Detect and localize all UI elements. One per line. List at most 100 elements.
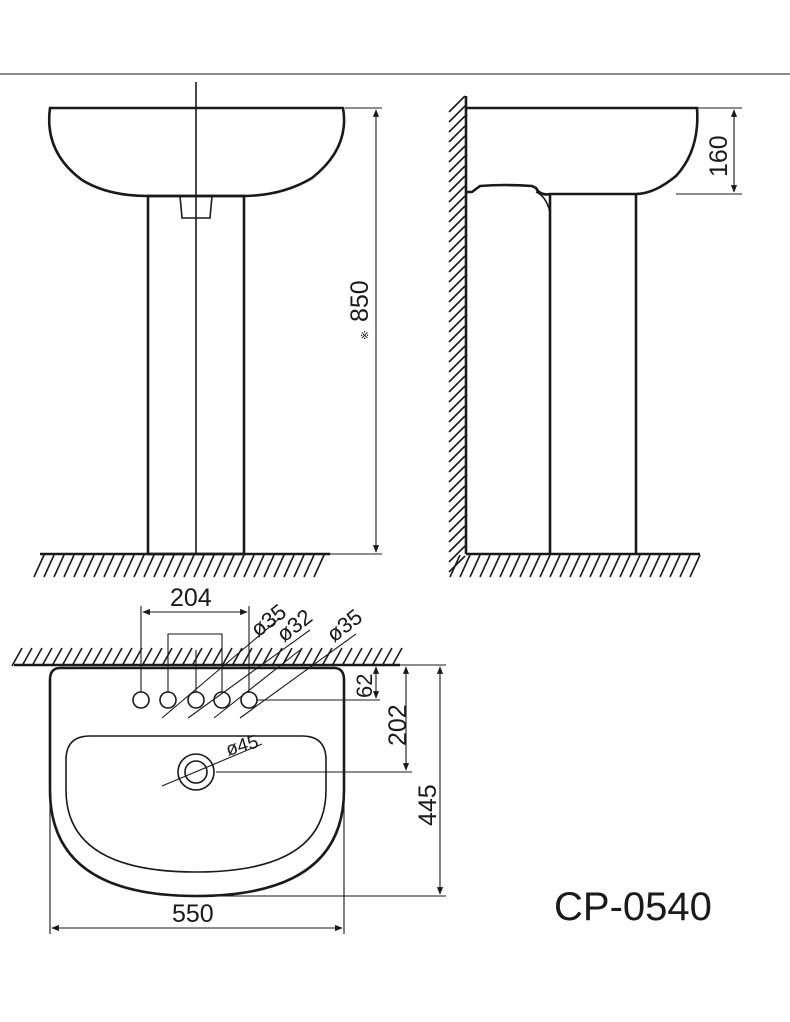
hatch-stroke xyxy=(448,295,466,313)
hatch-stroke xyxy=(211,647,223,667)
hatch-stroke xyxy=(233,554,245,578)
hatch-stroke xyxy=(448,525,466,543)
hatch-stroke xyxy=(509,554,521,578)
hatch-stroke xyxy=(599,554,611,578)
drain-leader xyxy=(161,743,263,787)
hatch-stroke xyxy=(371,647,383,667)
hatch-stroke xyxy=(448,185,466,203)
hatch-stroke xyxy=(448,225,466,243)
hatch-stroke xyxy=(448,95,466,113)
side-wall-hatch xyxy=(448,95,466,573)
hatch-stroke xyxy=(313,554,325,578)
hatch-stroke xyxy=(519,554,531,578)
hatch-stroke xyxy=(101,647,113,667)
hatch-stroke xyxy=(448,105,466,123)
hatch-stroke xyxy=(73,554,85,578)
hatch-stroke xyxy=(223,554,235,578)
hatch-stroke xyxy=(448,505,466,523)
hatch-stroke xyxy=(479,554,491,578)
hatch-stroke xyxy=(448,265,466,283)
height-dim-label: 850 xyxy=(346,280,374,322)
hatch-stroke xyxy=(448,335,466,353)
hatch-stroke xyxy=(133,554,145,578)
span-dim-label: 204 xyxy=(170,584,212,612)
hatch-stroke xyxy=(448,115,466,133)
hatch-stroke xyxy=(93,554,105,578)
hatch-stroke xyxy=(173,554,185,578)
hatch-stroke xyxy=(391,647,403,667)
hatch-stroke xyxy=(659,554,671,578)
hatch-stroke xyxy=(131,647,143,667)
hatch-stroke xyxy=(448,255,466,273)
hatch-stroke xyxy=(448,485,466,503)
hatch-stroke xyxy=(448,475,466,493)
side-basin xyxy=(466,106,699,196)
hatch-stroke xyxy=(448,405,466,423)
hatch-stroke xyxy=(71,647,83,667)
hatch-stroke xyxy=(381,647,393,667)
tap-hole-2 xyxy=(159,691,177,709)
hatch-stroke xyxy=(283,554,295,578)
hatch-stroke xyxy=(121,647,133,667)
hatch-stroke xyxy=(253,554,265,578)
hatch-stroke xyxy=(448,545,466,563)
hatch-stroke xyxy=(448,515,466,533)
hatch-stroke xyxy=(43,554,55,578)
hatch-stroke xyxy=(81,647,93,667)
top-wall-hatch xyxy=(11,647,403,667)
hatch-stroke xyxy=(559,554,571,578)
hole-leader-right2 xyxy=(213,649,301,719)
hatch-stroke xyxy=(243,554,255,578)
hatch-stroke xyxy=(63,554,75,578)
hatch-stroke xyxy=(111,647,123,667)
hole-leader-left xyxy=(161,617,281,719)
hatch-stroke xyxy=(448,495,466,513)
hatch-stroke xyxy=(113,554,125,578)
hatch-stroke xyxy=(448,315,466,333)
hatch-stroke xyxy=(448,305,466,323)
hatch-stroke xyxy=(448,285,466,303)
hatch-stroke xyxy=(448,215,466,233)
front-view: 850 ※ xyxy=(33,82,382,578)
hatch-stroke xyxy=(351,647,363,667)
hatch-stroke xyxy=(649,554,661,578)
hatch-stroke xyxy=(448,125,466,143)
hatch-stroke xyxy=(31,647,43,667)
hatch-stroke xyxy=(83,554,95,578)
hatch-stroke xyxy=(619,554,631,578)
hatch-stroke xyxy=(341,647,353,667)
hatch-stroke xyxy=(448,325,466,343)
hatch-stroke xyxy=(448,205,466,223)
top-view: 204 ø35 ø32 ø35 62 ø45 202 445 550 xyxy=(11,584,446,934)
hatch-stroke xyxy=(449,554,461,578)
side-floor-hatch xyxy=(449,554,701,578)
hatch-stroke xyxy=(61,647,73,667)
hole-leader-right xyxy=(239,633,357,719)
hatch-stroke xyxy=(448,365,466,383)
tap-hole-1 xyxy=(132,691,150,709)
hatch-stroke xyxy=(448,145,466,163)
hatch-stroke xyxy=(291,647,303,667)
hatch-stroke xyxy=(91,647,103,667)
front-floor-hatch xyxy=(33,554,325,578)
hatch-stroke xyxy=(221,647,233,667)
hatch-stroke xyxy=(141,647,153,667)
hatch-stroke xyxy=(669,554,681,578)
hatch-stroke xyxy=(448,395,466,413)
hatch-stroke xyxy=(679,554,691,578)
hatch-stroke xyxy=(51,647,63,667)
hatch-stroke xyxy=(448,535,466,553)
hatch-stroke xyxy=(331,647,343,667)
side-view: 160 xyxy=(448,95,742,578)
hatch-stroke xyxy=(448,435,466,453)
hatch-stroke xyxy=(193,554,205,578)
hatch-stroke xyxy=(549,554,561,578)
hatch-stroke xyxy=(579,554,591,578)
hatch-stroke xyxy=(103,554,115,578)
hatch-stroke xyxy=(293,554,305,578)
hatch-stroke xyxy=(203,554,215,578)
hatch-stroke xyxy=(459,554,471,578)
top-basin-outer xyxy=(48,666,346,898)
